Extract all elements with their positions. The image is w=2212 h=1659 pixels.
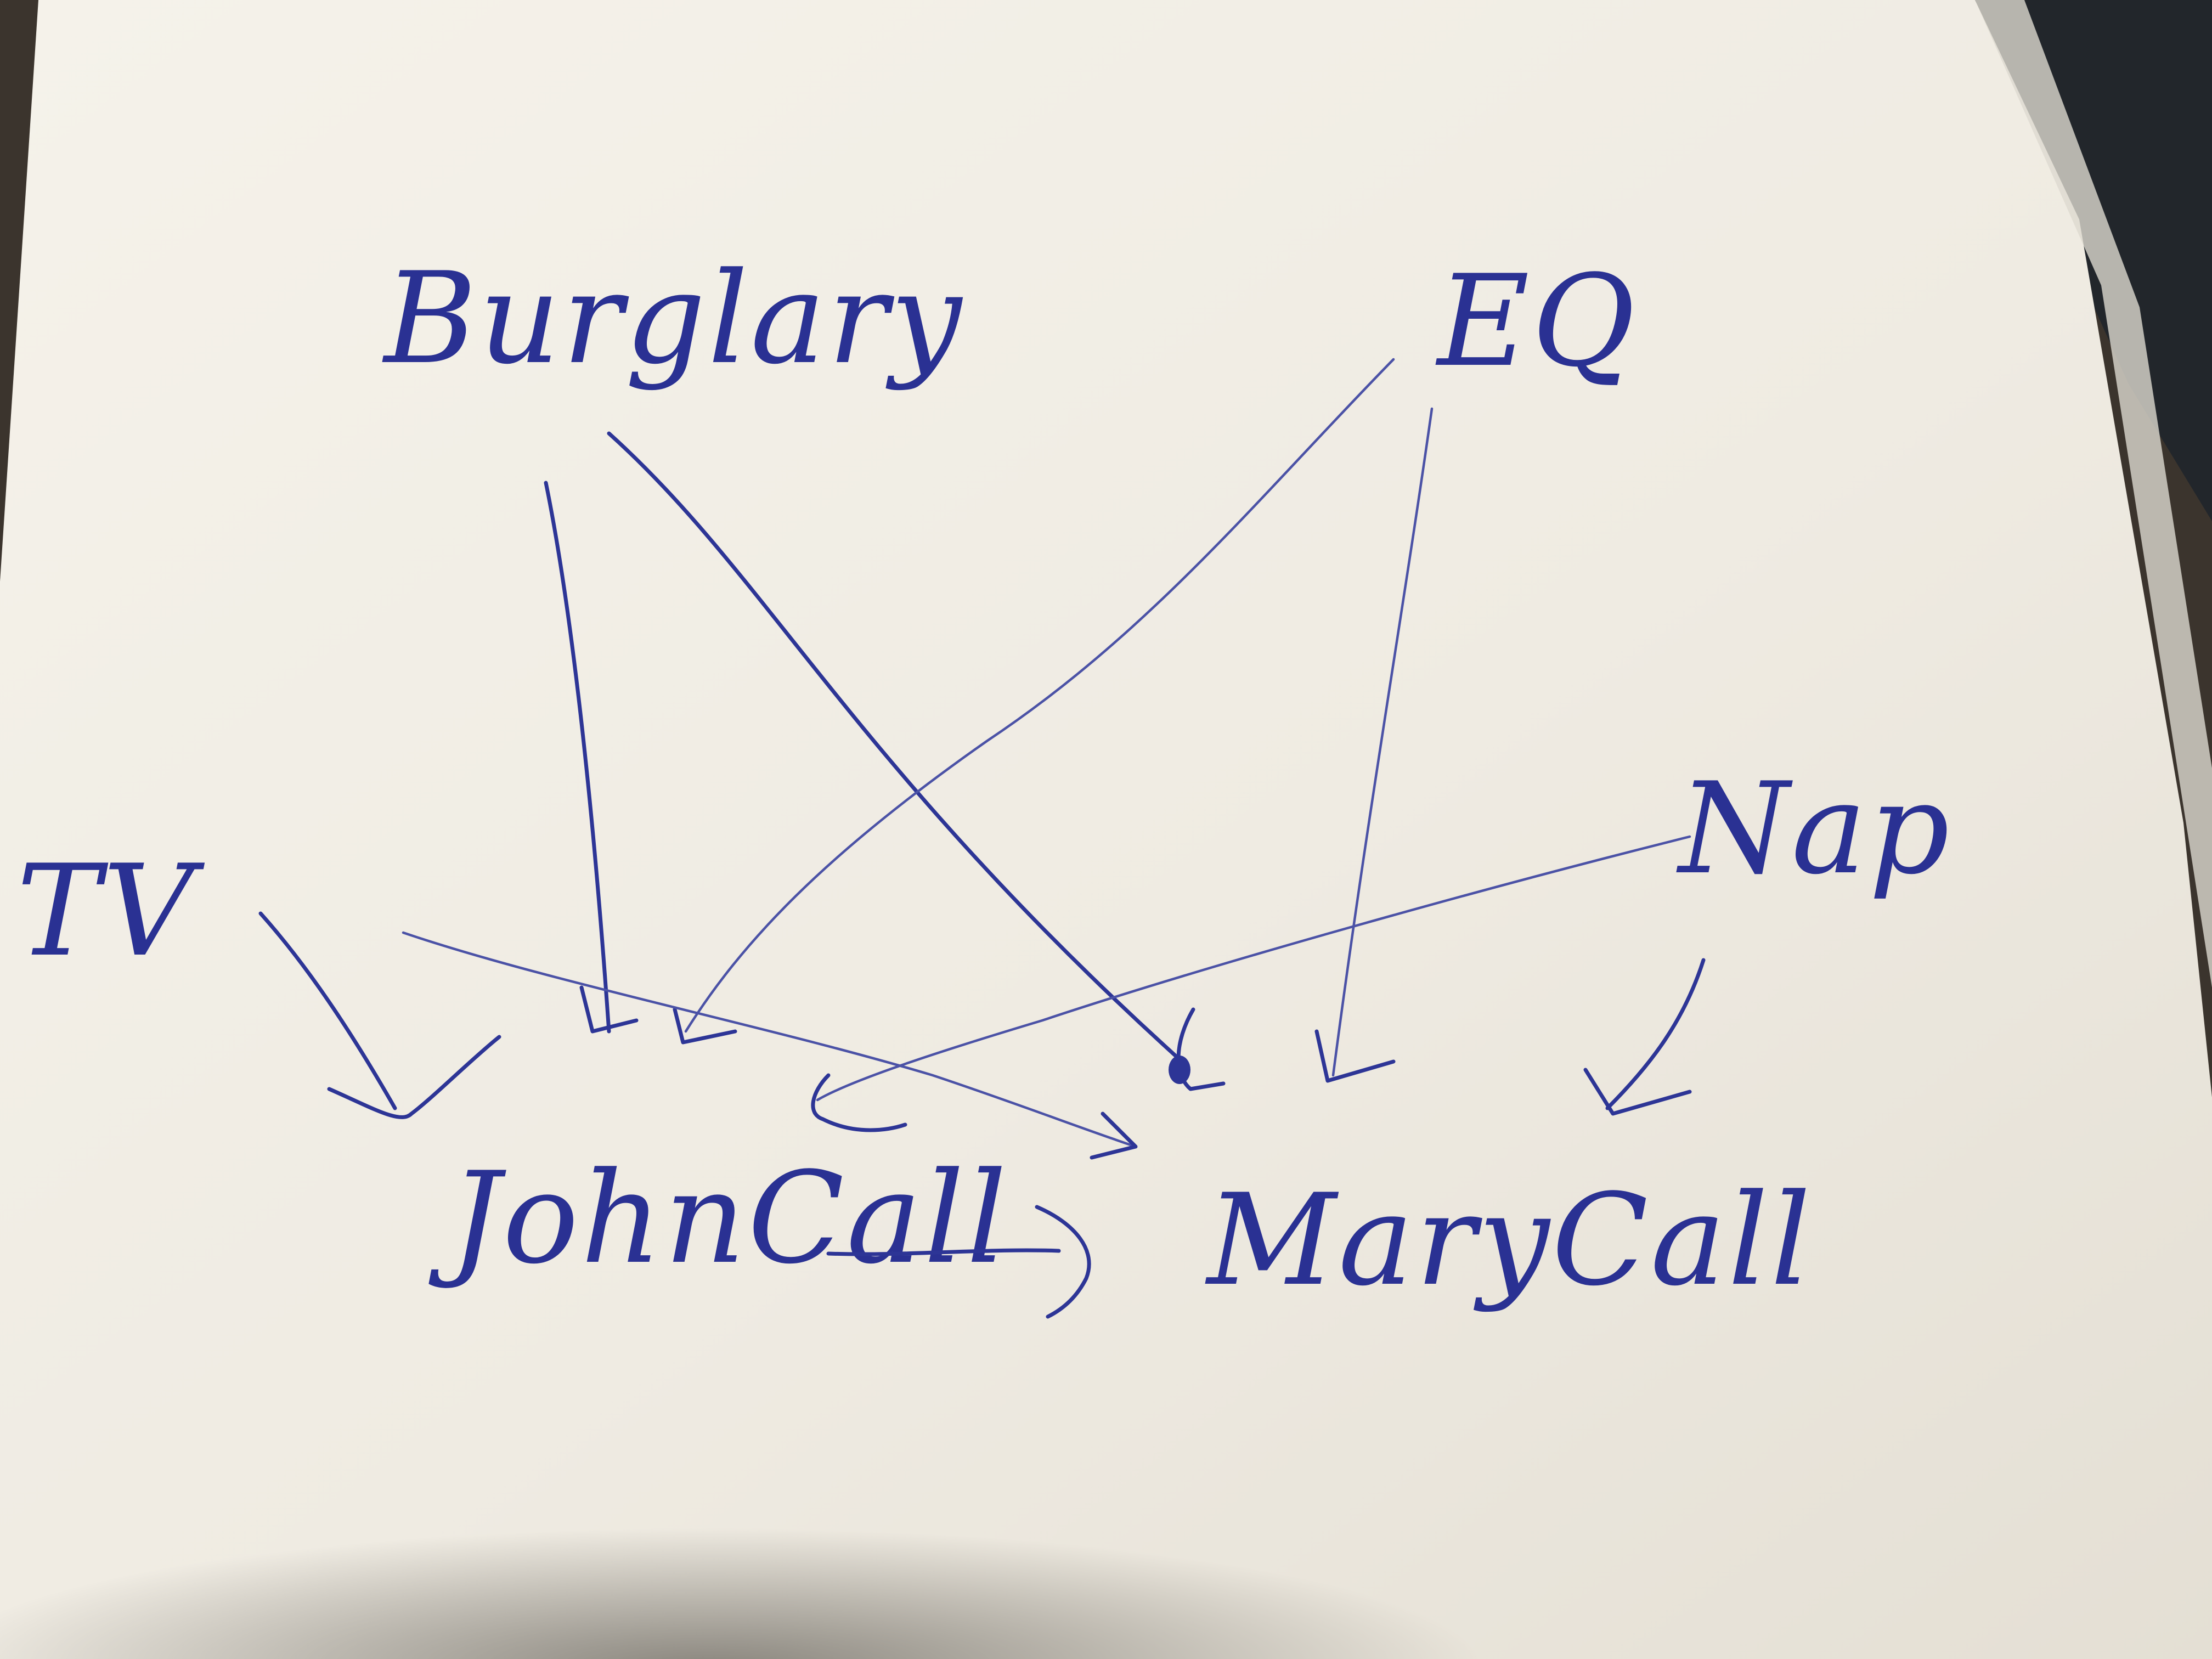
edge-eq-marycall: [1331, 407, 1434, 1077]
ink-blot: [1169, 1056, 1190, 1084]
arrowhead-marycall-nap: [1583, 1068, 1692, 1116]
paper-shadow: [0, 1262, 2212, 1659]
edge-burglary-marycall: [607, 431, 1187, 1066]
node-eq: EQ: [1435, 249, 1637, 395]
edge-nap-marycall: [1605, 958, 1706, 1110]
arrowhead-johncall-tv: [327, 1035, 501, 1119]
arrowhead-marycall-tv: [1090, 1111, 1138, 1160]
edge-johncall-marycall: [826, 1248, 1061, 1256]
node-tv: TV: [16, 838, 205, 985]
arrowhead-johncall-eq: [673, 1007, 737, 1045]
paper-edge: [1975, 0, 2212, 988]
edges: [258, 358, 1706, 1319]
arrowhead-marycall-eq: [1314, 1029, 1396, 1083]
edge-burglary-johncall: [544, 481, 611, 1034]
arrowhead-marycall-johncall: [1035, 1205, 1091, 1319]
node-marycall: MaryCall: [1205, 1167, 1813, 1314]
node-nap: Nap: [1676, 756, 1952, 902]
arrowhead-johncall-burglary: [579, 985, 639, 1034]
node-burglary: Burglary: [382, 246, 964, 392]
edge-eq-johncall: [684, 358, 1395, 1033]
edge-nap-johncall: [816, 835, 1691, 1102]
edge-tv-johncall: [258, 911, 397, 1110]
arrowhead-johncall-nap: [811, 1073, 907, 1132]
node-johncall: JohnCall: [428, 1146, 1009, 1292]
edge-tv-marycall: [402, 931, 1137, 1148]
